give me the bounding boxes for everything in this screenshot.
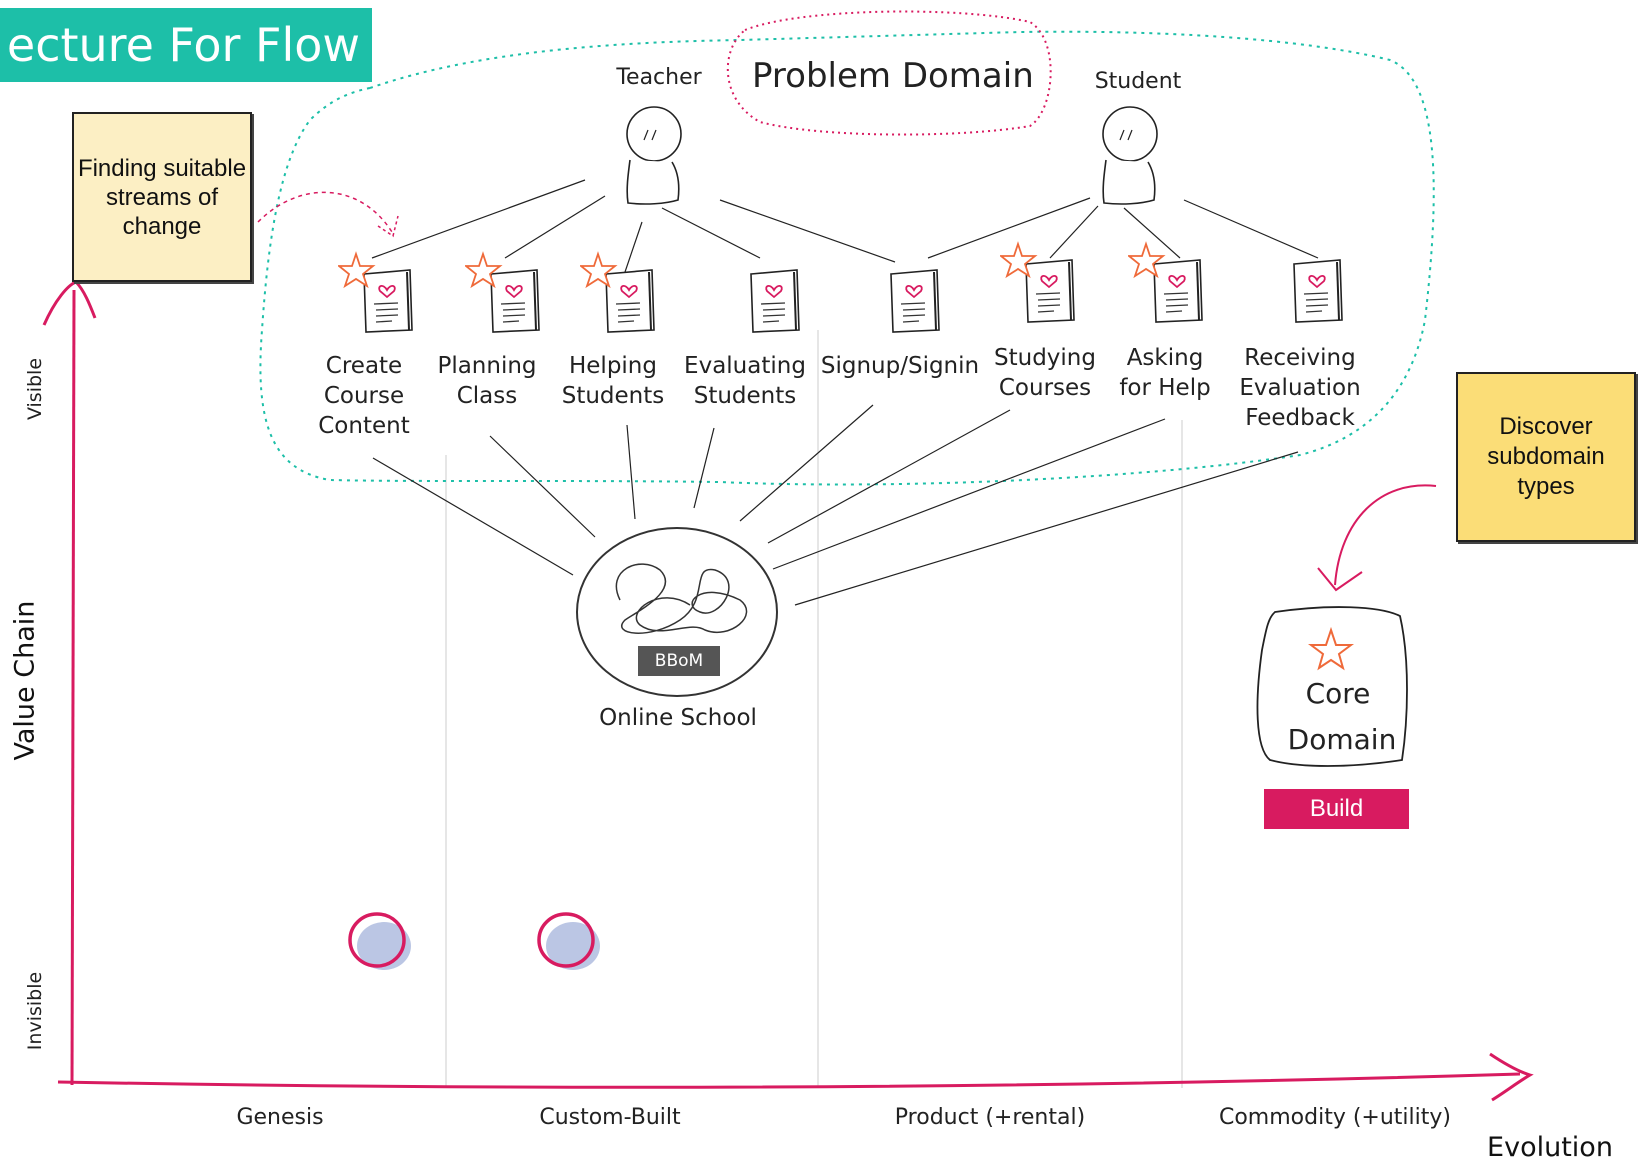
capability-label-line: Create: [325, 353, 403, 379]
document-icon: [336, 251, 413, 333]
sticky-discover-subdomains[interactable]: Discover subdomain types: [1456, 372, 1636, 542]
capability-label-line: Asking: [1126, 345, 1204, 371]
heart-icon: [378, 285, 396, 299]
capability-label-line: Feedback: [1245, 405, 1355, 431]
online-school-label: Online School: [599, 705, 757, 731]
stage-custom-built: Custom-Built: [539, 1105, 681, 1130]
heart-icon: [505, 285, 523, 299]
star-icon: [998, 241, 1038, 279]
star-icon: [463, 251, 503, 289]
online-school-circle: [576, 527, 778, 697]
core-domain-star-icon: [1308, 626, 1354, 671]
heart-icon: [1168, 275, 1186, 289]
problem-domain-label: Problem Domain: [752, 56, 1034, 96]
evolution-arrowhead: [1489, 1052, 1534, 1102]
teacher-label: Teacher: [616, 65, 702, 90]
problem-domain-highlight: [726, 10, 1052, 136]
capability-asking-for-help[interactable]: [1126, 228, 1208, 324]
capability-label-line: Students: [561, 383, 665, 409]
stage-commodity: Commodity (+utility): [1218, 1105, 1451, 1130]
star-icon: [1126, 241, 1166, 279]
y-axis-title: Value Chain: [9, 600, 41, 761]
capability-label-line: Evaluating: [684, 353, 806, 379]
heart-icon: [620, 285, 638, 299]
stage-product: Product (+rental): [894, 1105, 1086, 1130]
core-domain-box: [1256, 606, 1408, 767]
capability-label-line: Students: [693, 383, 797, 409]
document-icon: [1126, 241, 1203, 323]
heart-icon: [905, 285, 923, 299]
student-label: Student: [1094, 69, 1182, 94]
y-axis-bottom-label: Invisible: [24, 971, 46, 1051]
finding-arrowhead: [377, 215, 399, 238]
capability-planning-class[interactable]: [463, 238, 545, 334]
page-title: ecture For Flow: [0, 8, 372, 82]
capability-label-line: Content: [318, 413, 410, 439]
build-button[interactable]: Build: [1264, 789, 1409, 829]
core-domain-line1: Core: [1305, 677, 1371, 710]
heart-icon: [1308, 275, 1326, 289]
capability-label-line: Evaluation: [1239, 375, 1361, 401]
discover-arrow: [1334, 484, 1437, 586]
bbom-scribble: [615, 563, 748, 634]
stage-genesis: Genesis: [236, 1105, 324, 1130]
value-chain-arrowhead: [42, 280, 97, 326]
y-axis-top-label: Visible: [24, 357, 46, 421]
value-chain-axis: [69, 289, 76, 1086]
marker-circle-2: [537, 912, 600, 970]
capability-label-line: Receiving: [1244, 345, 1356, 371]
capability-signup-signin[interactable]: [865, 238, 945, 334]
heart-icon: [765, 285, 783, 299]
capability-studying-courses[interactable]: [998, 228, 1080, 324]
document-icon: [998, 241, 1075, 323]
discover-arrowhead: [1317, 567, 1363, 592]
finding-arrow: [257, 191, 393, 233]
capability-evaluating-students[interactable]: [725, 238, 805, 334]
core-domain-line2: Domain: [1287, 723, 1397, 756]
capability-label-line: Course: [323, 383, 405, 409]
capability-label-line: Signup/Signin: [820, 353, 980, 379]
sticky-finding-text: Finding suitable streams of change: [77, 154, 247, 240]
capability-label-line: for Help: [1119, 375, 1211, 401]
bbom-tag: BBoM: [638, 646, 720, 676]
capability-label-asking-for-help: Asking for Help: [1085, 343, 1245, 403]
document-icon: [1293, 259, 1343, 323]
capability-label-line: Planning: [437, 353, 537, 379]
marker-circle-1: [348, 912, 411, 970]
capability-label-line: Studying: [994, 345, 1096, 371]
capability-create-course-content[interactable]: [336, 238, 418, 334]
capability-label-line: Courses: [998, 375, 1092, 401]
document-icon: [890, 269, 940, 333]
capability-label-line: Class: [456, 383, 518, 409]
capability-receiving-evaluation-feedback[interactable]: [1268, 228, 1348, 324]
evolution-axis: [57, 1072, 1521, 1089]
sticky-finding-streams[interactable]: Finding suitable streams of change: [72, 112, 252, 282]
sticky-discover-text: Discover subdomain types: [1487, 413, 1605, 500]
star-icon: [578, 251, 618, 289]
stage-separators: [445, 330, 1183, 1088]
document-icon: [578, 251, 655, 333]
system-links: [372, 404, 1299, 606]
heart-icon: [1040, 275, 1058, 289]
capability-label-line: Helping: [568, 353, 657, 379]
capability-helping-students[interactable]: [578, 238, 660, 334]
x-axis-title: Evolution: [1487, 1132, 1613, 1163]
actor-links: [371, 179, 1319, 273]
star-icon: [336, 251, 376, 289]
document-icon: [750, 269, 800, 333]
teacher-icon: [626, 106, 682, 205]
capability-label-signup-signin: Signup/Signin: [820, 351, 980, 381]
student-icon: [1102, 106, 1158, 205]
document-icon: [463, 251, 540, 333]
